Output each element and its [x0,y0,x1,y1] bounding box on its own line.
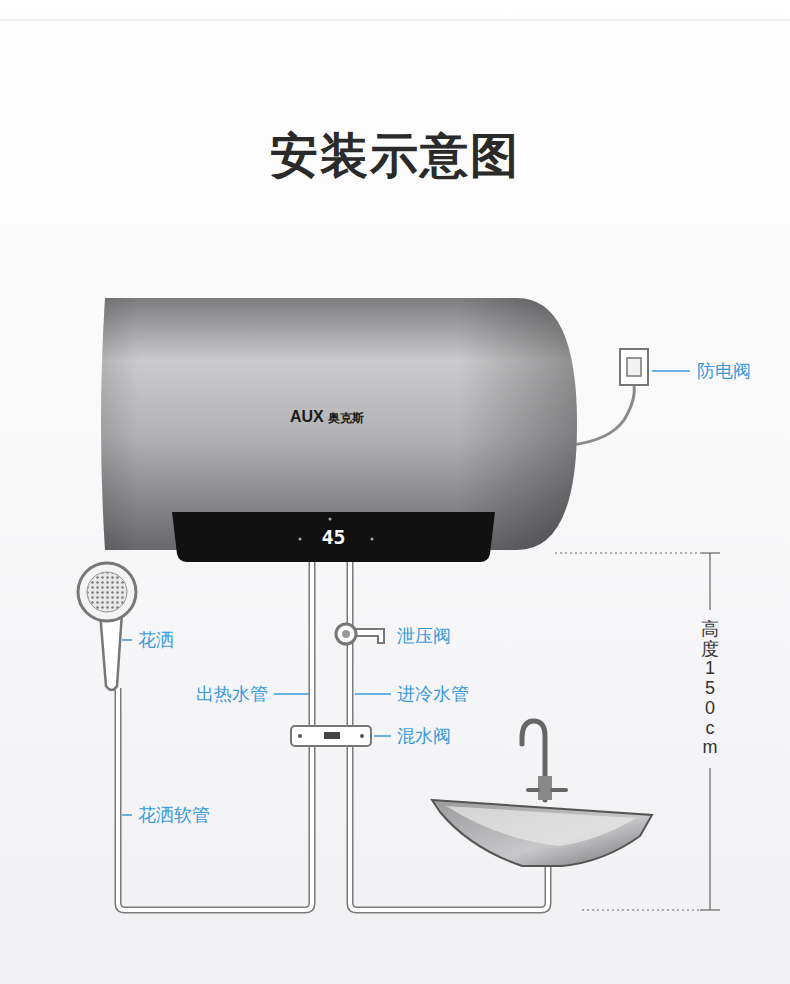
wash-basin [432,800,652,866]
faucet-handles [528,788,566,792]
leader-line [652,370,690,372]
basin-bowl [446,806,636,846]
relief-valve [336,624,356,644]
leader-lines [122,640,391,815]
shower-head [78,563,136,621]
part-label: 出热水管 [196,683,268,705]
mixing-valve [291,726,371,746]
part-label: 泄压阀 [397,625,451,647]
valve-core [342,630,350,638]
faucet-base [538,776,552,800]
hot-pipe [310,562,314,728]
shower-hose [118,688,312,910]
part-label: 混水阀 [397,725,451,747]
plug [627,358,641,376]
power-cord [572,386,634,445]
leader-line [122,639,132,641]
socket-box [620,349,648,385]
indicator-dot [299,538,302,541]
dimension-line [709,553,710,610]
pipe-outline [118,562,548,910]
leader-line [122,814,132,816]
shower-hose [118,688,312,910]
brand-logo: AUX [290,408,324,426]
valve-dot [360,734,364,738]
valve-handle [354,629,384,643]
part-label: 花洒软管 [138,804,210,826]
water-heater: 45 AUX奥克斯 [97,298,577,550]
brand-name: 奥克斯 [328,410,364,427]
temperature-readout: 45 [321,525,345,549]
text-group: 45 [172,525,495,549]
top-rule [0,20,790,21]
valve-dot [298,734,302,738]
dimension-label: 高度150cm [701,620,719,759]
valve-knob [324,732,340,739]
leader-line [355,693,391,695]
leader-line [274,693,309,695]
indicator-dot [329,518,332,521]
panel-face [172,512,495,562]
part-label: 花洒 [138,629,174,651]
shower-nozzles [87,572,127,612]
diagram-title: 安装示意图 [0,126,790,186]
text-group: AUX奥克斯 [290,408,364,427]
hot-pipe [309,562,316,728]
extension-line [582,909,700,910]
pipe-fill [118,562,548,910]
indicator-dot [371,538,374,541]
leader-line [374,735,391,737]
dimension-line [709,768,710,910]
height-dimension [555,553,720,910]
shower-handle [100,612,122,690]
extension-line [555,552,700,553]
part-label: 防电阀 [697,360,751,382]
display-panel: 45 [172,512,495,562]
part-label: 进冷水管 [397,683,469,705]
